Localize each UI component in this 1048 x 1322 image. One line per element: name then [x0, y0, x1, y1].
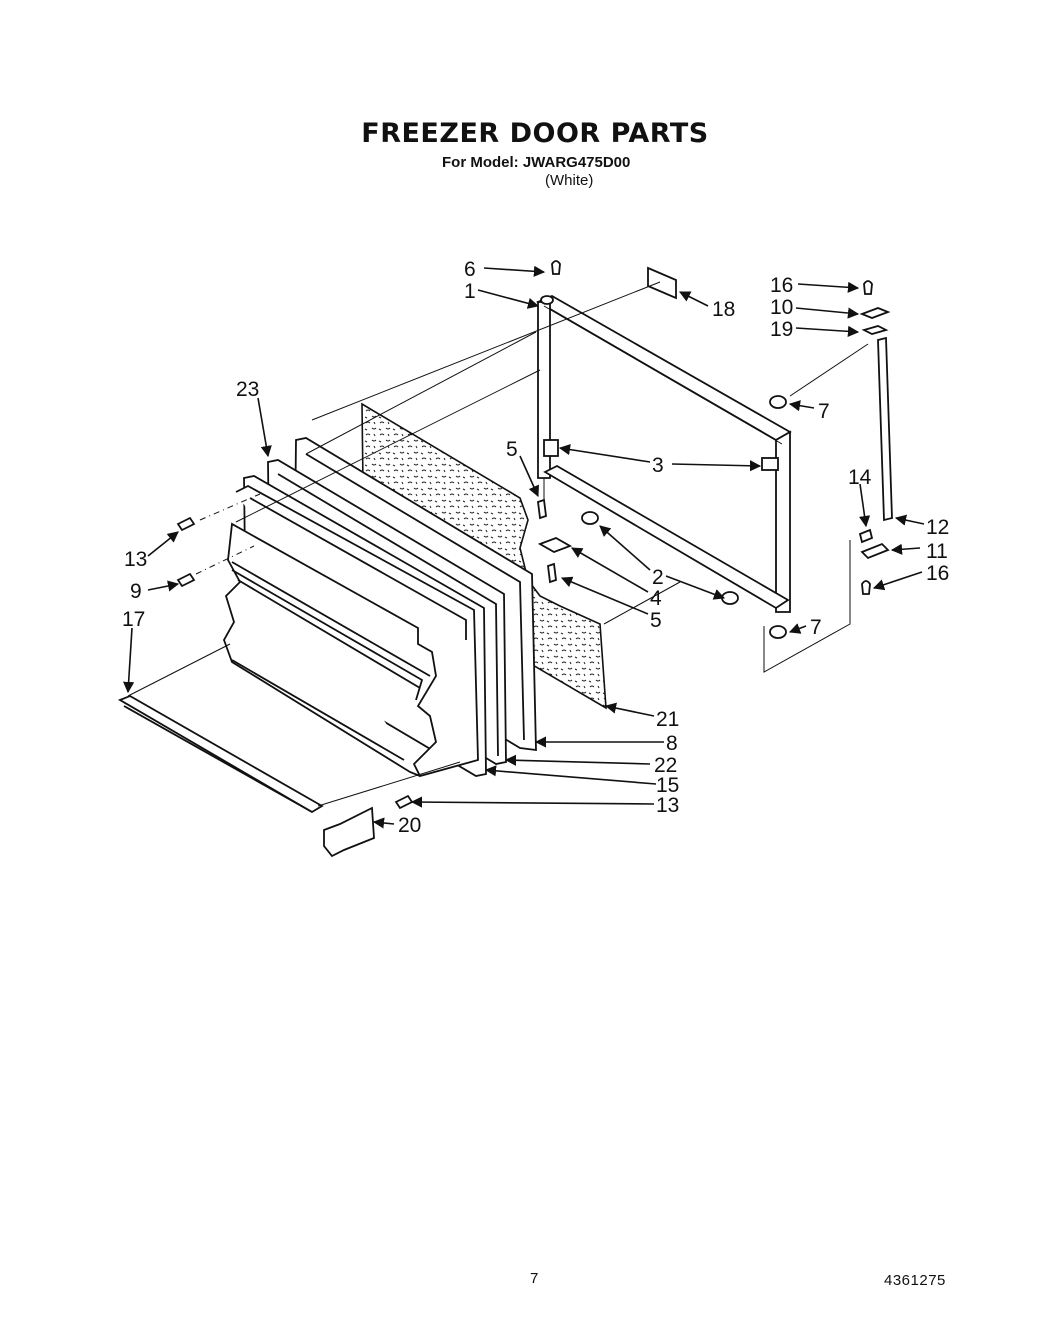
callout-2: 2	[652, 566, 664, 589]
callout-10: 10	[770, 296, 793, 319]
callout-7-bottom: 7	[810, 616, 822, 639]
callout-19: 19	[770, 318, 793, 341]
callout-13-left: 13	[124, 548, 147, 571]
bottom-trim-strip	[117, 695, 324, 814]
callout-labels: 6 1 18 16 10 19 7 23 5 3 14 12 11 16 13 …	[122, 258, 949, 837]
callout-9: 9	[130, 580, 142, 603]
door-frame	[535, 294, 792, 613]
model-color: (White)	[545, 172, 594, 189]
callout-5-top: 5	[506, 438, 518, 461]
callout-23: 23	[236, 378, 259, 401]
callout-16-bottom: 16	[926, 562, 949, 585]
callout-4: 4	[650, 587, 662, 610]
document-number: 4361275	[884, 1272, 946, 1289]
callout-3: 3	[652, 454, 664, 477]
page-title: FREEZER DOOR PARTS	[361, 118, 709, 149]
callout-15: 15	[656, 774, 679, 797]
callout-20: 20	[398, 814, 421, 837]
callout-13-bottom: 13	[656, 794, 679, 817]
callout-21: 21	[656, 708, 679, 731]
hardware-parts	[176, 260, 893, 858]
callout-17: 17	[122, 608, 145, 631]
callout-22: 22	[654, 754, 677, 777]
callout-5-bottom: 5	[650, 609, 662, 632]
callout-1: 1	[464, 280, 476, 303]
callout-14: 14	[848, 466, 872, 489]
callout-8: 8	[666, 732, 678, 755]
assembly-guide-lines	[127, 281, 869, 807]
callout-16-top: 16	[770, 274, 793, 297]
inner-door-liner	[223, 484, 479, 778]
callout-7-top: 7	[818, 400, 830, 423]
callout-leaders	[123, 265, 925, 829]
callout-11: 11	[926, 540, 948, 563]
page-number: 7	[530, 1270, 539, 1287]
callout-18: 18	[712, 298, 735, 321]
callout-6: 6	[464, 258, 476, 281]
model-number: For Model: JWARG475D00	[442, 154, 631, 171]
callout-12: 12	[926, 516, 949, 539]
